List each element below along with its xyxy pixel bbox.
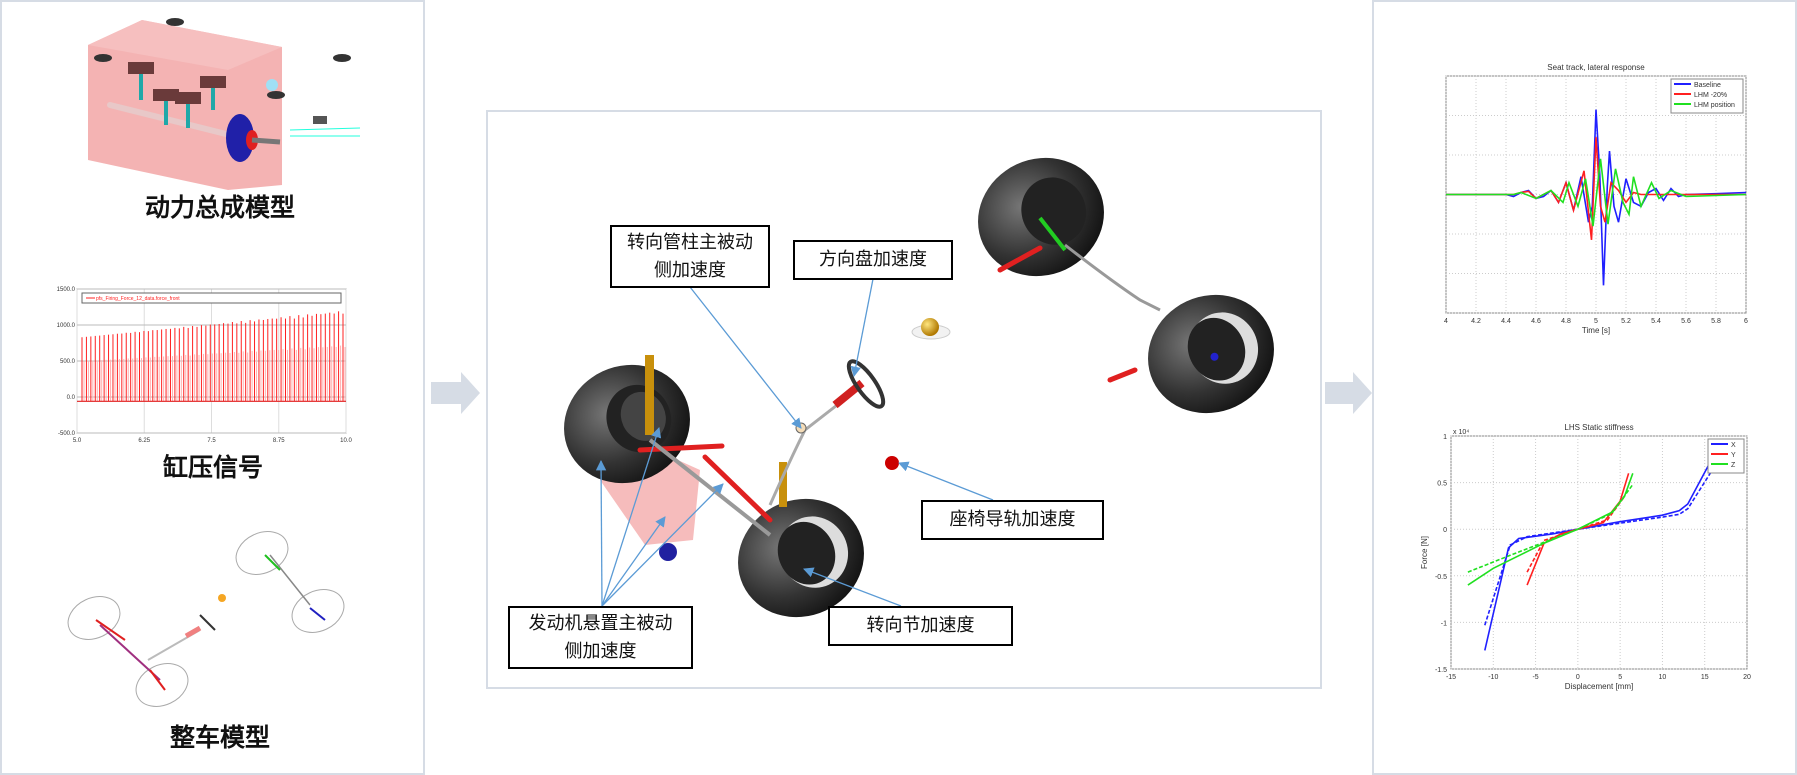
y-tick-label: 1500.0 xyxy=(57,287,76,293)
static-stiffness-chart: -15 -10 -5 0 5 10 15 20 1 0.5 0 -0.5 -1 -1.5 LHS Stati… xyxy=(1420,423,1751,691)
x-tick-label: 4.4 xyxy=(1501,318,1511,325)
arrow-engine-mount-4 xyxy=(601,516,666,607)
callout-engine-mount-label: 发动机悬置主被动侧加速度 xyxy=(528,612,673,662)
arrow-steering-wheel xyxy=(850,278,874,378)
callout-steering-column-label: 转向管柱主被动侧加速度 xyxy=(627,231,753,281)
arrow-engine-mount-1 xyxy=(595,459,607,607)
y-tick-label: -0.5 xyxy=(1435,574,1447,581)
legend-label: Z xyxy=(1731,462,1736,469)
y-tick-label: -1.5 xyxy=(1435,667,1447,674)
callout-engine-mount: 发动机悬置主被动侧加速度 xyxy=(508,606,693,669)
x-tick-label: 5.4 xyxy=(1651,318,1661,325)
powertrain-model-title: 动力总成模型 xyxy=(144,193,295,222)
x-tick-label: -15 xyxy=(1446,674,1456,681)
legend-label: LHM -20% xyxy=(1694,92,1727,99)
x-tick-label: 4.8 xyxy=(1561,318,1571,325)
x-tick-label: 10 xyxy=(1659,674,1667,681)
x-tick-label: 0 xyxy=(1576,674,1580,681)
legend-box xyxy=(81,292,342,304)
legend-label: Y xyxy=(1731,452,1736,459)
x-tick-label: 15 xyxy=(1701,674,1709,681)
callout-knuckle: 转向节加速度 xyxy=(828,606,1013,646)
x-tick-label: -5 xyxy=(1532,674,1538,681)
x-tick-label: 4 xyxy=(1444,318,1448,325)
vehicle-3d-model xyxy=(564,157,1274,618)
arrow-engine-mount-3 xyxy=(601,483,724,607)
cylinder-pressure-title: 缸压信号 xyxy=(162,453,263,482)
y-tick-label: 0 xyxy=(1443,527,1447,534)
flow-arrow-right xyxy=(1325,372,1372,414)
x-axis-label: Displacement [mm] xyxy=(1565,682,1633,691)
arrow-engine-mount-2 xyxy=(601,427,662,607)
y-multiplier: x 10⁴ xyxy=(1453,429,1469,436)
chart-title: Seat track, lateral response xyxy=(1547,63,1645,72)
legend-label: X xyxy=(1731,442,1736,449)
vehicle-model-title: 整车模型 xyxy=(169,723,270,752)
legend-label: LHM position xyxy=(1694,102,1735,109)
x-tick-label: 5.0 xyxy=(73,438,82,444)
y-tick-label: 500.0 xyxy=(60,359,76,365)
x-tick-label: 5.8 xyxy=(1711,318,1721,325)
y-axis-label: Force [N] xyxy=(1420,536,1429,569)
arrow-knuckle xyxy=(803,567,902,607)
y-tick-label: 1000.0 xyxy=(57,323,76,329)
series-line-lhm-position xyxy=(1446,158,1747,227)
vehicle-model-image xyxy=(67,531,345,707)
plot-area xyxy=(1450,435,1748,670)
callout-steering-wheel: 方向盘加速度 xyxy=(793,240,953,280)
arrow-seat-rail xyxy=(898,461,994,501)
x-tick-label: 4.2 xyxy=(1471,318,1481,325)
x-tick-label: 10.0 xyxy=(340,438,352,444)
callout-steering-wheel-label: 方向盘加速度 xyxy=(819,249,927,270)
legend-label: Baseline xyxy=(1694,82,1721,89)
x-tick-label: 4.6 xyxy=(1531,318,1541,325)
y-tick-label: 0.5 xyxy=(1437,481,1447,488)
wheel-rear-left xyxy=(978,157,1104,277)
wheel-rear-right xyxy=(1148,294,1274,414)
powertrain-model-image xyxy=(88,18,361,190)
flow-arrow-left xyxy=(431,372,480,414)
x-tick-label: 5 xyxy=(1618,674,1622,681)
x-tick-label: 5.6 xyxy=(1681,318,1691,325)
x-tick-label: 5.2 xyxy=(1621,318,1631,325)
x-tick-label: 7.5 xyxy=(207,438,216,444)
x-axis-label: Time [s] xyxy=(1582,326,1610,335)
seat-track-chart: 4 4.2 4.4 4.6 4.8 5 5.2 5.4 5.6 5.8 6 Seat track, l… xyxy=(1444,63,1748,335)
series-line-z-dashed- xyxy=(1467,484,1634,573)
x-tick-label: 5 xyxy=(1594,318,1598,325)
callout-knuckle-label: 转向节加速度 xyxy=(866,615,975,636)
y-tick-label: 0.0 xyxy=(67,395,76,401)
y-tick-label: 1 xyxy=(1443,434,1447,441)
x-tick-label: 6 xyxy=(1744,318,1748,325)
callout-steering-column: 转向管柱主被动侧加速度 xyxy=(610,225,770,288)
legend-label: pfs_Firing_Force_12_data.force_front xyxy=(96,296,180,302)
cylinder-pressure-chart: 5.0 6.25 7.5 8.75 10.0 1500.0 1000.0 500.0 0.0 -5… xyxy=(57,287,353,444)
arrow-steering-column xyxy=(689,286,802,429)
wheel-front-right xyxy=(738,498,864,618)
x-tick-label: 20 xyxy=(1743,674,1751,681)
x-tick-label: -10 xyxy=(1488,674,1498,681)
callout-seat-rail: 座椅导轨加速度 xyxy=(921,500,1104,540)
callout-seat-rail-label: 座椅导轨加速度 xyxy=(949,509,1076,530)
x-tick-label: 8.75 xyxy=(273,438,285,444)
y-tick-label: -500.0 xyxy=(58,431,76,437)
series-line-x-dashed- xyxy=(1484,468,1714,626)
x-tick-label: 6.25 xyxy=(138,438,150,444)
chart-title: LHS Static stiffness xyxy=(1564,423,1633,432)
callout-arrows xyxy=(595,278,994,607)
y-tick-label: -1 xyxy=(1441,620,1447,627)
